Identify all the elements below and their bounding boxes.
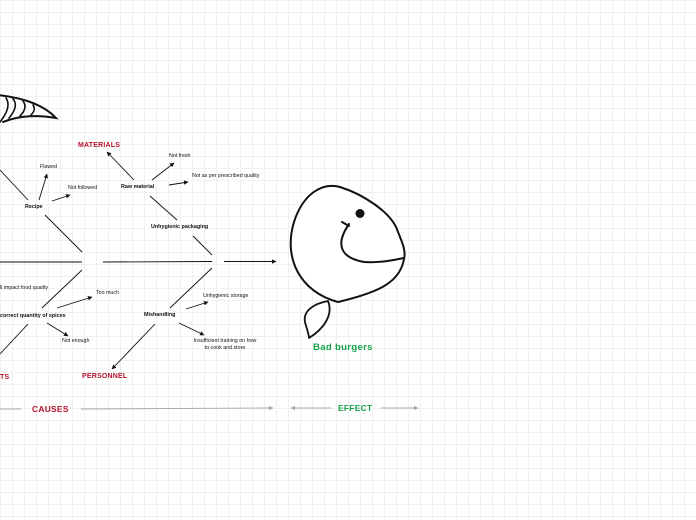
branch-materials <box>107 152 212 255</box>
cause-unhygienic-packaging: Unhygienic packaging <box>151 225 208 230</box>
cause-insufficient-training: Insufficient training on how to cook and… <box>192 338 258 351</box>
fish-tail <box>0 95 56 122</box>
footer-causes-label: CAUSES <box>32 405 69 413</box>
branch-personnel <box>112 268 212 369</box>
cause-raw-material: Raw material <box>121 185 154 190</box>
effect-problem-label: Bad burgers <box>313 343 373 353</box>
cause-spices-not-enough: Not enough <box>62 339 89 344</box>
category-personnel: PERSONNEL <box>82 373 127 380</box>
branch-recipe <box>0 170 82 252</box>
cause-recipe: Recipe <box>25 205 43 210</box>
cause-spices-partial: correct quantity of spices <box>0 314 66 319</box>
cause-food-quality-partial: ll impact food quality <box>0 286 48 291</box>
cause-raw-not-fresh: Not fresh <box>169 154 191 159</box>
fish-head <box>291 186 405 338</box>
cause-recipe-not-followed: Not followed <box>68 186 97 191</box>
cause-raw-not-per-quality: Not as per prescribed quality <box>192 174 259 179</box>
category-methods-partial: TS <box>0 374 9 381</box>
category-materials: MATERIALS <box>78 142 120 149</box>
cause-recipe-flawed: Flawed <box>40 165 57 170</box>
spine <box>0 262 276 263</box>
fish-eye <box>356 209 365 218</box>
cause-unhygienic-storage: Unhygienic storage <box>203 294 248 299</box>
cause-mishandling: Mishandling <box>144 313 175 318</box>
footer-effect-label: EFFECT <box>338 404 372 412</box>
cause-spices-too-much: Too much <box>96 291 119 296</box>
